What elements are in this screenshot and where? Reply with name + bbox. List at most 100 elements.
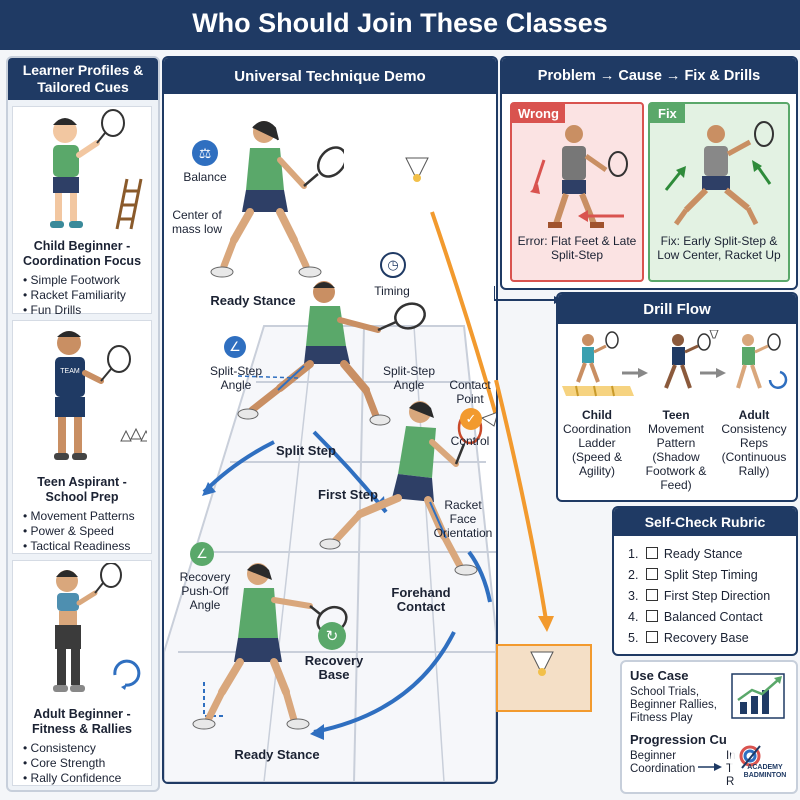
academy-logo-text: ACADEMY BADMINTON [743,764,787,779]
checkbox-icon[interactable] [645,589,658,601]
rubric-item[interactable]: 3. First Step Direction [628,589,771,603]
learner-profiles-title: Learner Profiles & Tailored Cues [8,58,158,100]
player-ready-stance-top [210,121,344,278]
progression-text: Beginner Coordination [630,750,696,775]
drill-stage-name: Teen [662,408,690,422]
timer-icon: ◷ [380,252,406,278]
learner-profiles-panel: Learner Profiles & Tailored Cues Child B… [6,56,160,792]
player-ready-stance-bottom [192,563,348,730]
profile-child-title: Child Beginner - Coordination Focus [22,239,142,268]
label-split-angle-left: Split-Step Angle [209,364,263,392]
drill-stage-adult: Adult Consistency Reps (Continuous Rally… [716,408,792,478]
fix-tag: Fix [650,104,685,123]
rubric-panel: Self-Check Rubric 1. Ready Stance 2. Spl… [612,506,798,656]
academy-logo-icon [739,745,761,769]
header-bar [0,0,800,50]
drill-child-illustration [562,331,634,397]
checkbox-icon[interactable] [645,547,658,559]
label-balance: Balance [183,170,227,184]
checkbox-icon[interactable] [645,631,658,643]
shuttlecock-top [405,157,429,182]
rubric-title: Self-Check Rubric [614,508,796,536]
profile-teen-bullets: • Movement Patterns • Power & Speed • Ta… [23,509,149,554]
label-ready-stance-bottom: Ready Stance [234,747,320,762]
page-title: Who Should Join These Classes [192,8,608,38]
label-control: Control [450,434,490,448]
academy-logo: ACADEMY BADMINTON [730,732,794,792]
bullet-item: • Racket Familiarity [23,288,126,302]
label-recovery-angle: Recovery Push-Off Angle [179,570,231,612]
label-recovery-base: Recovery Base [304,653,364,682]
technique-demo-panel: Universal Technique Demo [162,56,498,784]
shield-icon: ✓ [460,408,482,430]
label-racket-face: Racket Face Orientation [433,498,493,540]
label-ready-stance-top: Ready Stance [210,293,296,308]
bullet-item: • Movement Patterns [23,509,135,523]
checkbox-icon[interactable] [645,568,658,580]
drill-flow-title: Drill Flow [558,294,796,324]
rubric-item[interactable]: 5. Recovery Base [628,631,749,645]
drill-stage-child: Child Coordination Ladder (Speed & Agili… [560,408,634,478]
drill-stage-name: Adult [738,408,770,422]
drill-stage-desc: Coordination Ladder (Speed & Agility) [562,422,632,478]
label-timing: Timing [374,284,410,298]
label-first-step: First Step [318,487,378,502]
problem-fix-title: Problem → Cause → Fix & Drills [502,58,796,94]
label-contact-point: Contact Point [449,378,491,406]
profile-card-child: Child Beginner - Coordination Focus • Si… [12,106,152,317]
label-split-step: Split Step [276,443,336,458]
use-case-text: School Trials, Beginner Rallies, Fitness… [630,686,717,724]
technique-demo-title: Universal Technique Demo [164,58,496,94]
drill-stage-desc: Movement Pattern (Shadow Footwork & Feed… [645,422,707,492]
adult-player-illustration [53,563,141,692]
angle-icon-left: ∠ [224,336,246,358]
fix-caption: Fix: Early Split-Step & Low Center, Rack… [657,234,781,262]
wrong-tag: Wrong [512,104,565,123]
shuttlecock-target [530,651,554,676]
use-case-title: Use Case [630,668,689,683]
bullet-item: • Consistency [23,741,96,755]
rubric-item[interactable]: 2. Split Step Timing [628,568,758,582]
wrong-player-illustration [530,125,628,228]
profile-card-teen: TEAM Teen Aspirant - School Prep • Movem… [12,320,152,554]
teen-jersey-text: TEAM [60,368,80,375]
trajectory-arrow-extension [494,380,554,632]
teen-player-illustration: TEAM [54,331,147,460]
profile-card-adult: Adult Beginner - Fitness & Rallies • Con… [12,560,152,786]
recovery-icon: ↻ [318,622,346,650]
angle-icon-recovery: ∠ [190,542,214,566]
drill-teen-illustration [664,330,719,389]
progression-title: Progression Cu [630,732,727,747]
balance-icon: ⚖ [192,140,218,166]
growth-chart-icon [731,673,785,719]
drill-arrow-1 [622,368,648,378]
profile-child-bullets: • Simple Footwork • Racket Familiarity •… [23,273,149,318]
player-split-step [237,281,426,426]
child-player-illustration [50,109,143,230]
label-split-angle-right: Split-Step Angle [382,364,436,392]
drill-arrow-2 [700,368,726,378]
rubric-item[interactable]: 1. Ready Stance [628,547,743,561]
rubric-item[interactable]: 4. Balanced Contact [628,610,763,624]
use-case-panel: Use Case School Trials, Beginner Rallies… [620,660,798,794]
profile-adult-bullets: • Consistency • Core Strength • Rally Co… [23,741,149,786]
profile-teen-title: Teen Aspirant - School Prep [37,475,127,504]
drill-stage-teen: Teen Movement Pattern (Shadow Footwork &… [638,408,714,492]
rubric-list: 1. Ready Stance 2. Split Step Timing 3. … [628,544,794,649]
profile-adult-title: Adult Beginner - Fitness & Rallies [31,707,133,736]
bullet-item: • Rally Confidence [23,771,122,785]
bullet-item: • Core Strength [23,756,106,770]
wrong-card: Wrong Error: Flat Feet & Late Split-Step [510,102,644,282]
label-center-of-mass: Center of mass low [171,208,222,236]
bullet-item: • Tactical Readiness [23,539,131,553]
fix-player-illustration [664,121,774,226]
checkbox-icon[interactable] [645,610,658,622]
drill-stage-name: Child [582,408,612,422]
fix-card: Fix Fix: Early Split-Step & Low Center, … [648,102,790,282]
drill-stage-desc: Consistency Reps (Continuous Rally) [721,422,787,478]
wrong-caption: Error: Flat Feet & Late Split-Step [517,234,637,262]
drill-adult-illustration [736,333,788,389]
bullet-item: • Power & Speed [23,524,114,538]
bullet-item: • Fun Drills [23,303,82,317]
progression-arrow-icon [698,763,722,771]
